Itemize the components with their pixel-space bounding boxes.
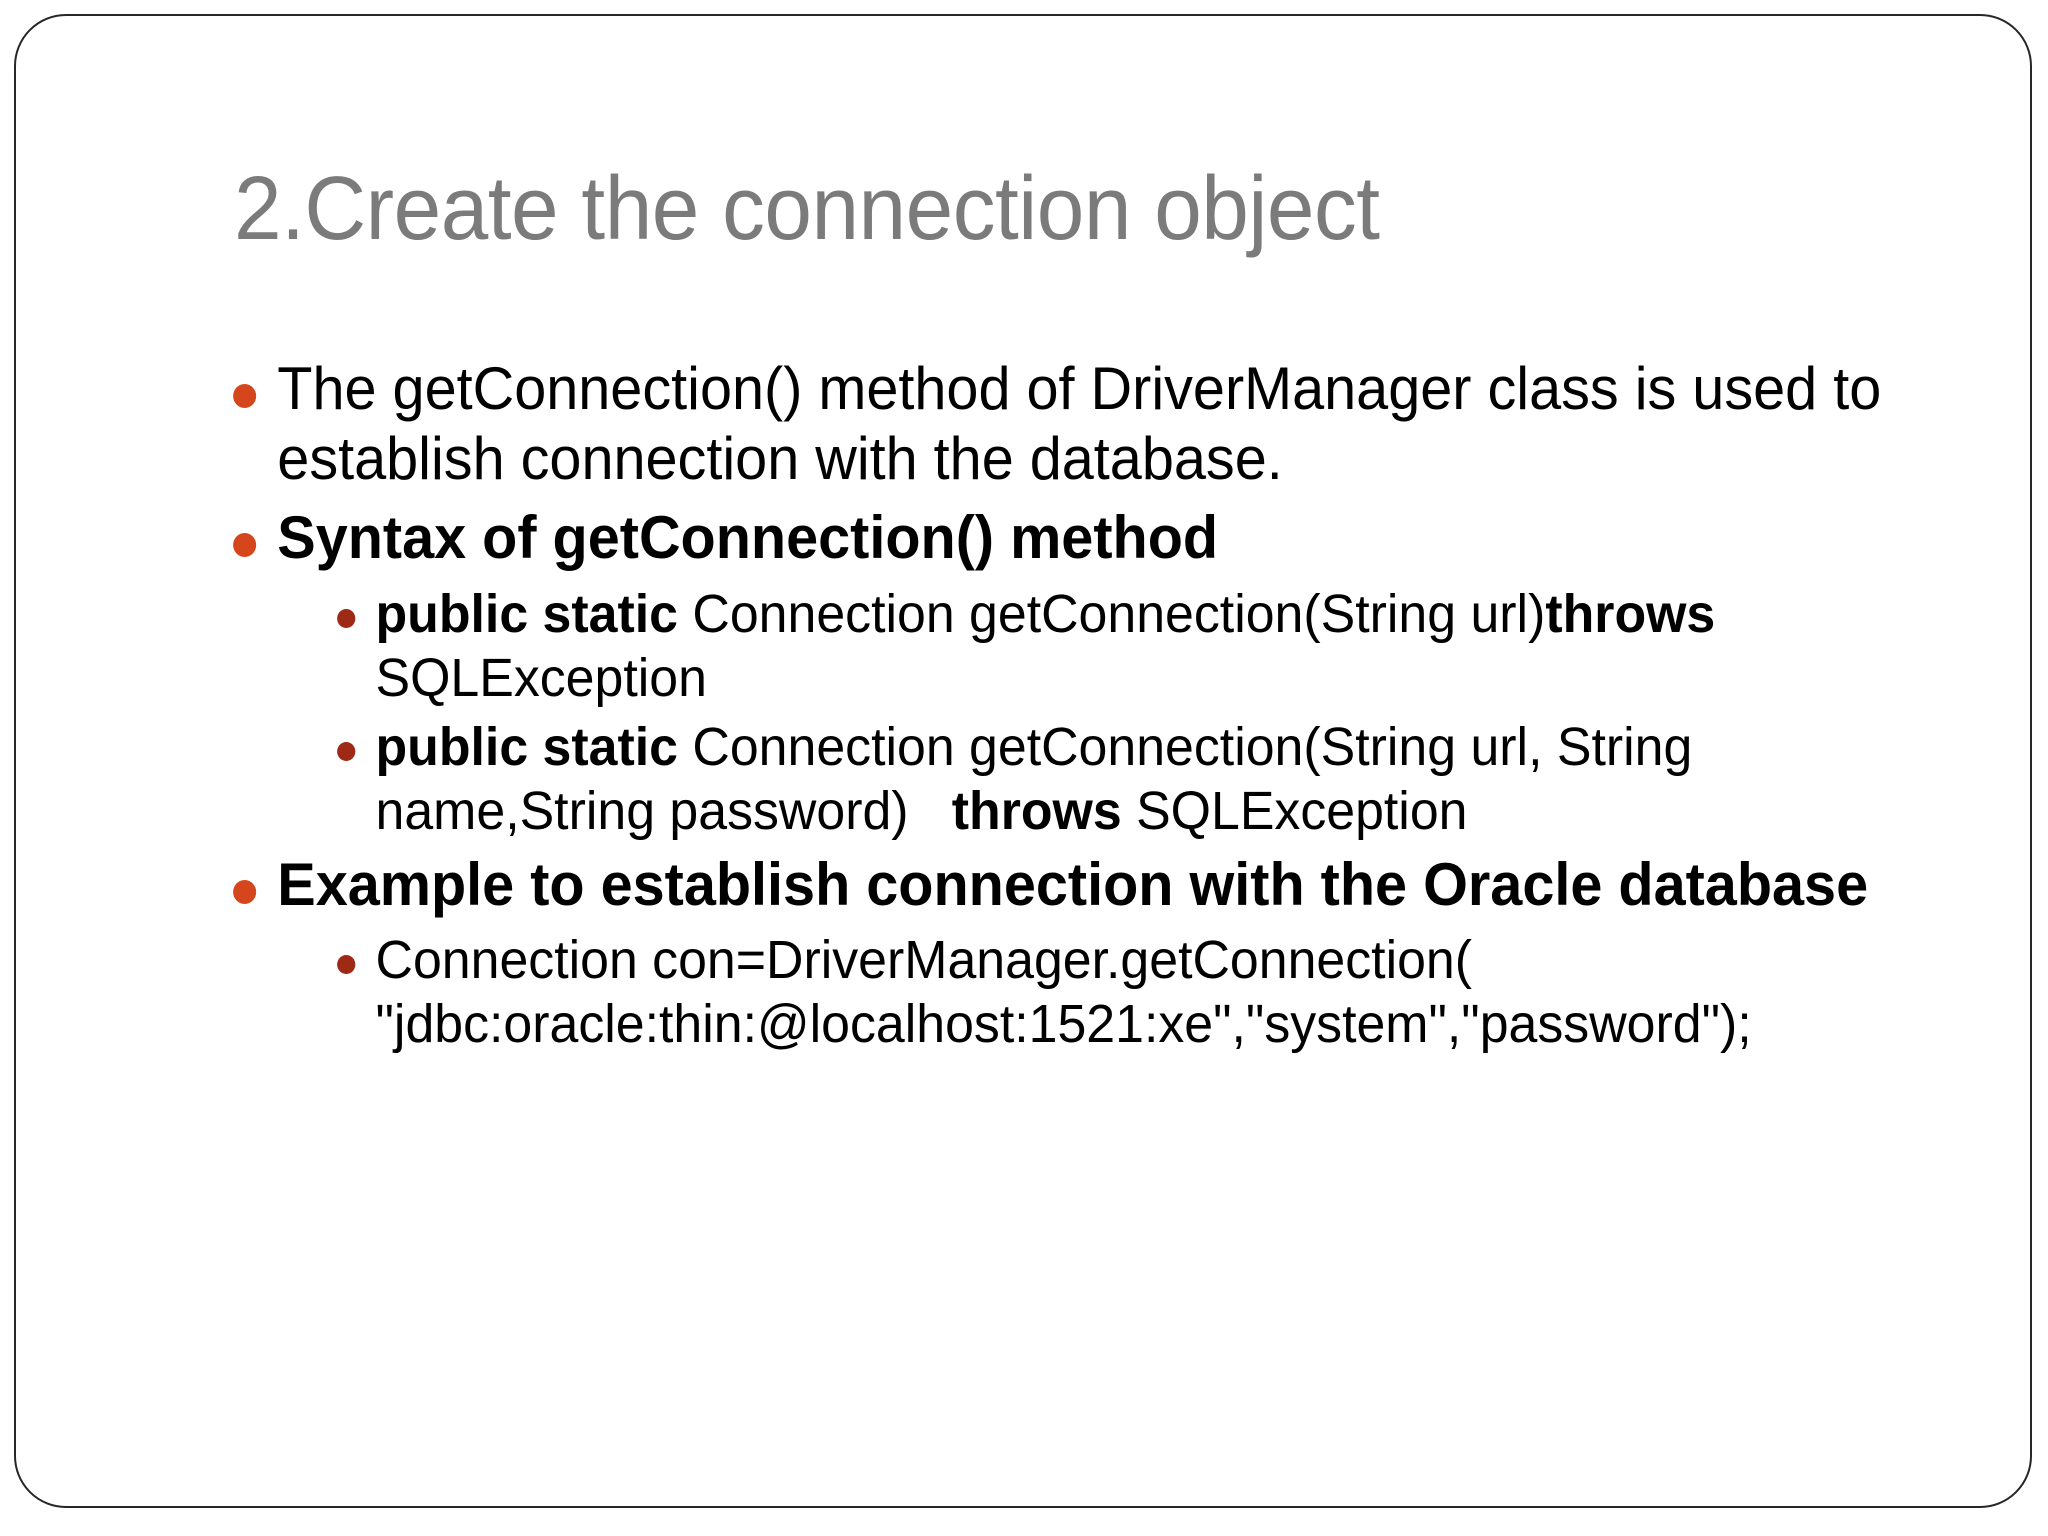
bullet-dot-icon [337, 608, 356, 628]
bullet-run-bold: public static [375, 717, 678, 778]
bullet-dot-icon [337, 955, 356, 975]
bullet-text: public static Connection getConnection(S… [376, 584, 1716, 708]
bullet-level2-item: public static Connection getConnection(S… [316, 583, 1935, 710]
bullet-level1-item: The getConnection() method of DriverMana… [212, 354, 1930, 493]
bullet-level2-item: public static Connection getConnection(S… [316, 716, 1935, 843]
bullet-text: The getConnection() method of DriverMana… [277, 355, 1882, 492]
bullet-run-bold: hrows [1562, 583, 1716, 644]
bullet-dot-icon [233, 879, 257, 904]
bullet-text: Example to establish connection with the… [277, 850, 1869, 918]
slide-frame: 2.Create the connection object The getCo… [14, 14, 2032, 1508]
bullet-level1-item: Example to establish connection with the… [212, 850, 1930, 920]
slide-body-outline: The getConnection() method of DriverMana… [212, 354, 2002, 1063]
bullet-run-regular: Connection getConnection(String url) [677, 583, 1546, 644]
bullet-run-regular: SQLException [1121, 780, 1468, 841]
bullet-dot-icon [233, 384, 257, 408]
bullet-run-regular: Connection con=DriverManager.getConnecti… [375, 930, 1752, 1054]
slide-content: 2.Create the connection object The getCo… [16, 16, 2030, 1506]
bullet-text: Syntax of getConnection() method [277, 504, 1219, 572]
bullet-level2-item: Connection con=DriverManager.getConnecti… [316, 929, 1935, 1056]
bullet-dot-icon [233, 533, 257, 558]
bullet-run-regular: Connection getConnection(String url, Str… [375, 717, 1693, 841]
bullet-run-bold: throws [951, 780, 1122, 841]
bullet-text: Connection con=DriverManager.getConnecti… [376, 930, 1752, 1054]
bullet-run-bold: public static [375, 583, 678, 644]
bullet-run-regular: SQLException [375, 647, 707, 708]
bullet-dot-icon [337, 742, 356, 762]
bullet-run-bold: t [1545, 583, 1563, 644]
bullet-level1-item: Syntax of getConnection() method [212, 503, 1930, 573]
page-title: 2.Create the connection object [234, 159, 1380, 259]
bullet-text: public static Connection getConnection(S… [376, 717, 1693, 841]
